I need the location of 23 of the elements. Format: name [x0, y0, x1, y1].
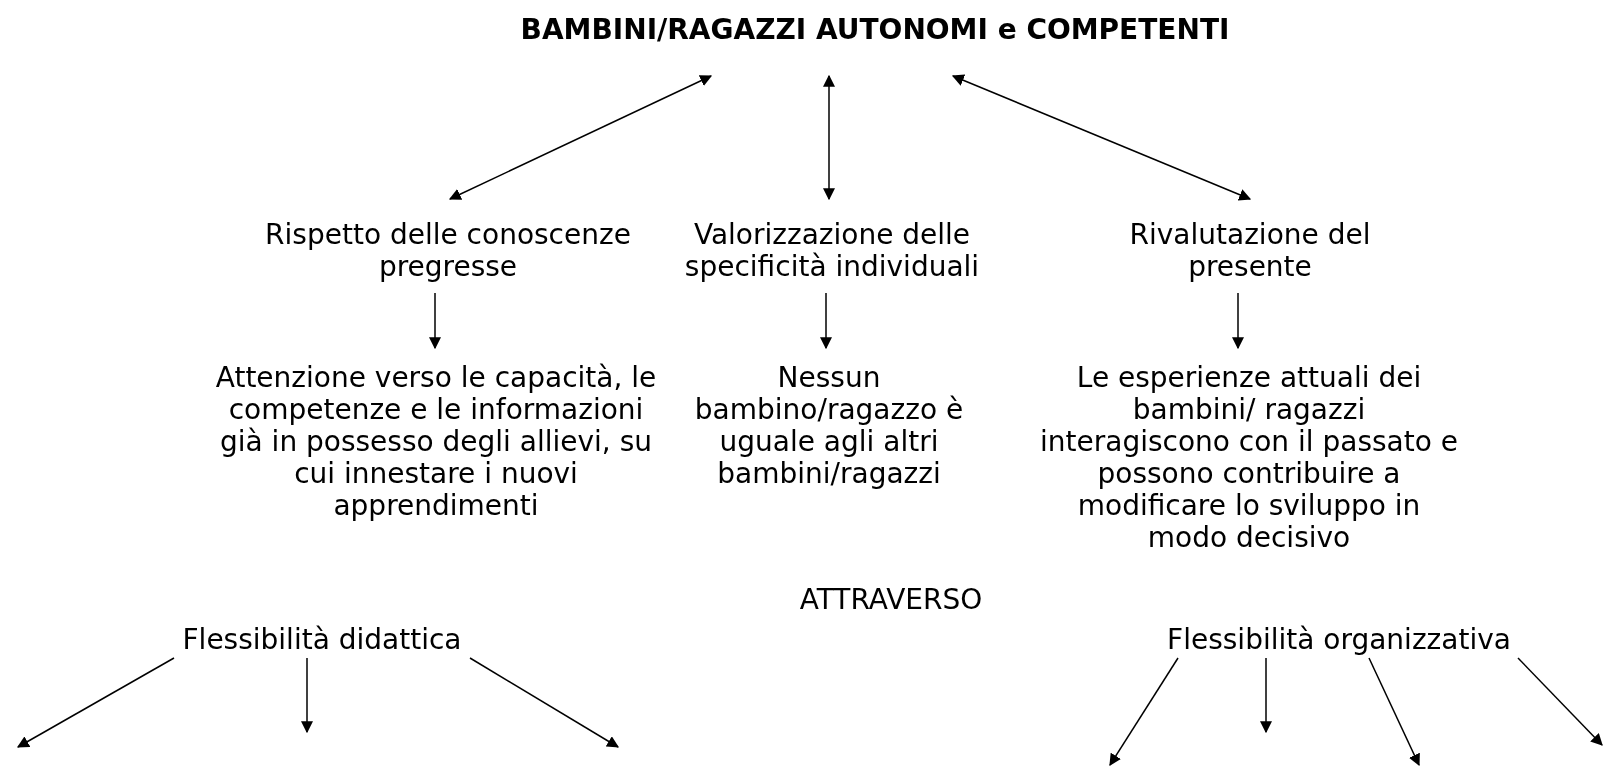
concept-text: Valorizzazione delle specificità individuali — [683, 219, 981, 283]
concept-text: Rivalutazione del presente — [1128, 219, 1372, 283]
arrow — [1260, 657, 1272, 734]
concept-text: Flessibilità organizzativa — [1166, 624, 1512, 656]
arrow — [820, 292, 832, 350]
arrow — [1232, 292, 1244, 350]
concept-text: Flessibilità didattica — [181, 624, 463, 656]
concept-text: Nessun bambino/ragazzo è uguale agli altri bambini/ragazzi — [693, 362, 965, 490]
arrow — [301, 657, 313, 734]
connector-word: ATTRAVERSO — [798, 584, 984, 616]
arrow — [448, 75, 713, 200]
arrow — [1368, 657, 1420, 767]
concept-text: Rispetto delle conoscenze pregresse — [264, 219, 632, 283]
arrow — [823, 74, 835, 201]
arrow — [951, 74, 1252, 201]
concept-text: Attenzione verso le capacità, le competenze e le informazioni già in possesso degli allievi, su cui innestare i nuovi apprendimenti — [214, 362, 658, 522]
arrow — [1109, 657, 1179, 766]
concept-text: Le esperienze attuali dei bambini/ ragazzi interagiscono con il passato e possono contribuire a modificare lo sviluppo in modo decisivo — [1039, 362, 1459, 554]
arrow — [429, 292, 441, 350]
title-text: BAMBINI/RAGAZZI AUTONOMI e COMPETENTI — [519, 14, 1231, 46]
arrow — [16, 657, 175, 748]
arrow — [469, 657, 620, 748]
arrow — [1517, 657, 1603, 746]
